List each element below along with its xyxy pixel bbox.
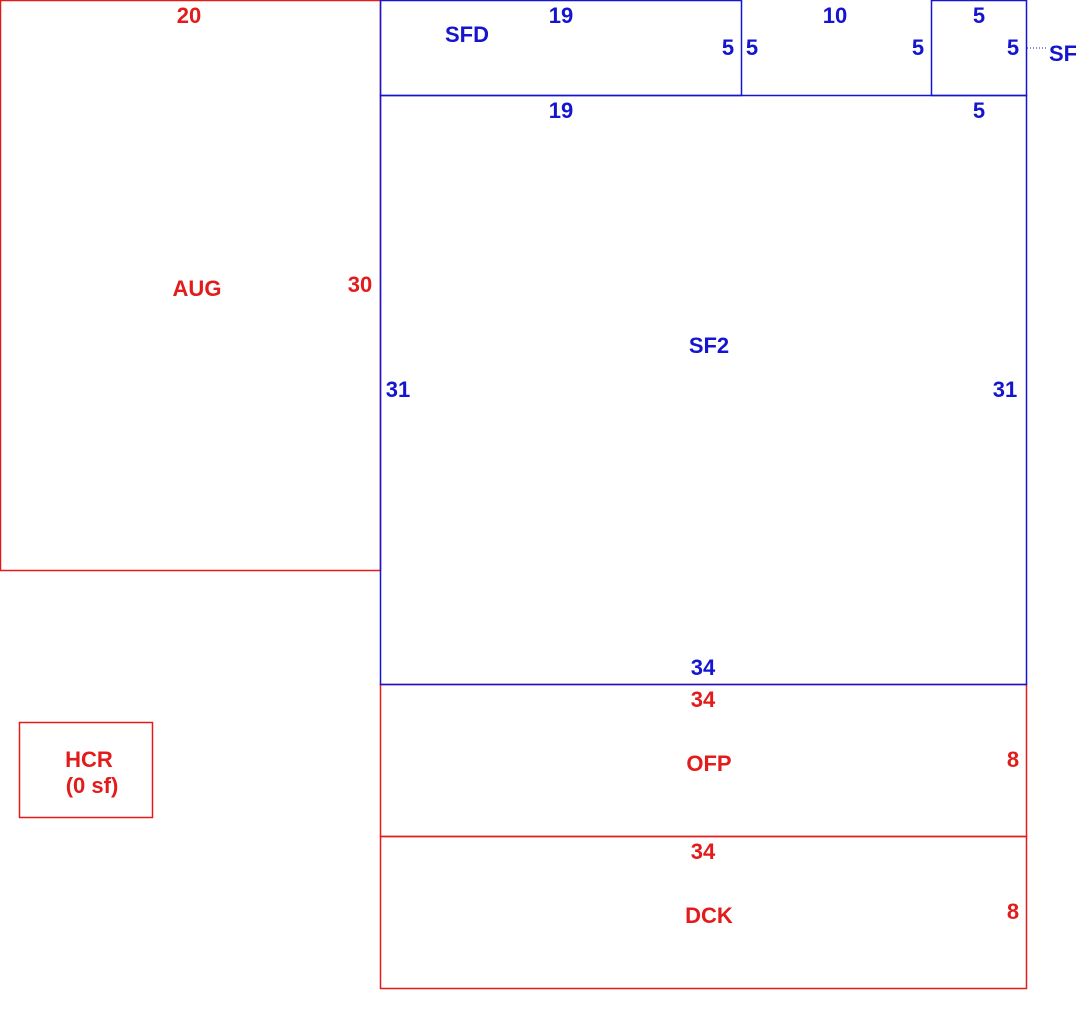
hcr-label: HCR xyxy=(65,747,113,772)
hcr-sublabel: (0 sf) xyxy=(66,773,119,798)
aug-top-dim: 20 xyxy=(177,3,201,28)
dck-outline xyxy=(379,835,1028,990)
sf2-top-gap-dim: 10 xyxy=(823,3,847,28)
dck-label: DCK xyxy=(685,903,733,928)
dck-top-dim: 34 xyxy=(691,839,716,864)
sfd-bottom-dim: 19 xyxy=(549,98,573,123)
aug-label: AUG xyxy=(173,276,222,301)
ofp-right-dim: 8 xyxy=(1007,747,1019,772)
hcr-outline xyxy=(18,721,154,819)
sfd-right-dim: 5 xyxy=(722,35,734,60)
aug-right-dim: 30 xyxy=(348,272,372,297)
sf2-right-dim: 31 xyxy=(993,377,1017,402)
sf2-outline xyxy=(379,94,1028,686)
sf2-notch-left-dim: 5 xyxy=(746,35,758,60)
sf2-label: SF2 xyxy=(689,333,729,358)
sf2-bottom-dim: 34 xyxy=(691,655,716,680)
sf-small-bottom-dim: 5 xyxy=(973,98,985,123)
sfd-top-dim: 19 xyxy=(549,3,573,28)
ofp-label: OFP xyxy=(686,751,731,776)
sfd-outline xyxy=(379,0,743,97)
sf2-left-dim: 31 xyxy=(386,377,410,402)
ofp-top-dim: 34 xyxy=(691,687,716,712)
sf-small-left-dim: 5 xyxy=(912,35,924,60)
sf-small-right-dim: 5 xyxy=(1007,35,1019,60)
sfd-label: SFD xyxy=(445,22,489,47)
dck-right-dim: 8 xyxy=(1007,899,1019,924)
sf-small-top-dim: 5 xyxy=(973,3,985,28)
sf-small-outline xyxy=(930,0,1028,97)
sf-small-label: SF xyxy=(1049,41,1076,66)
